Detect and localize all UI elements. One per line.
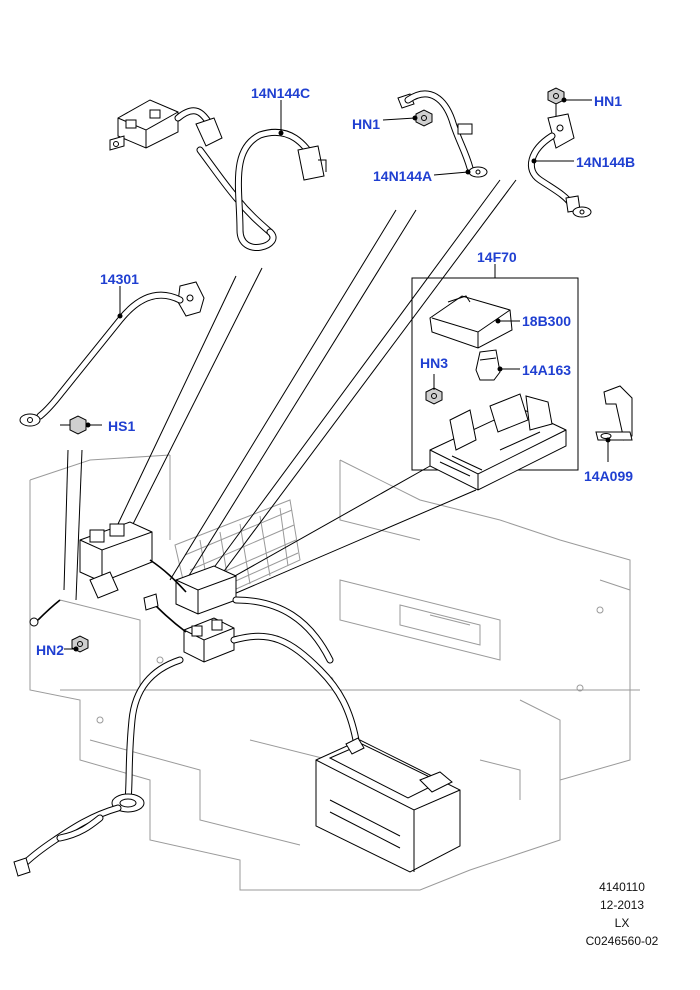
cable-14N144C [109, 99, 327, 251]
leader-HN1-a [382, 115, 418, 121]
nut-HN2 [64, 635, 89, 653]
label-14A163: 14A163 [522, 362, 571, 378]
label-HN2: HN2 [36, 642, 64, 658]
nut-HN3 [425, 374, 443, 405]
leader-18B300 [495, 318, 520, 324]
label-HN1-a: HN1 [352, 116, 380, 132]
leader-14A163 [497, 366, 520, 372]
bolt-HS1 [60, 415, 102, 435]
label-14N144B: 14N144B [576, 154, 635, 170]
label-14A099: 14A099 [584, 468, 633, 484]
drawing-reference: C0246560-02 [586, 934, 659, 948]
cable-14N144A [397, 90, 488, 178]
bracket-14A099 [595, 385, 633, 462]
battery-cable-harness [13, 596, 360, 877]
drawing-model: LX [615, 916, 630, 930]
leader-14301 [117, 286, 123, 319]
cable-14N144B [528, 113, 592, 218]
relay-14A163 [475, 349, 501, 381]
cover-18B300 [429, 295, 513, 349]
battery [315, 737, 461, 873]
fuse-box-base [429, 393, 567, 491]
drawing-date: 12-2013 [600, 898, 644, 912]
label-14N144A: 14N144A [373, 168, 432, 184]
label-18B300: 18B300 [522, 313, 571, 329]
nut-HN1-a [415, 109, 433, 127]
assembly-leader-lines [63, 179, 517, 607]
label-14301: 14301 [100, 271, 139, 287]
leader-HN1-b [561, 97, 592, 103]
group-box-14F70 [411, 264, 579, 471]
leader-14N144C [278, 100, 284, 136]
label-HN1-b: HN1 [594, 93, 622, 109]
leader-14N144A [433, 169, 471, 176]
label-14N144C: 14N144C [251, 85, 310, 101]
label-HN3: HN3 [420, 355, 448, 371]
drawing-code: 4140110 [599, 880, 645, 894]
bolt-HN1-b [547, 87, 565, 116]
installed-assembly [29, 521, 237, 663]
leader-14N144B [531, 158, 574, 164]
label-HS1: HS1 [108, 418, 135, 434]
cable-14301 [19, 281, 205, 427]
label-14F70: 14F70 [477, 249, 517, 265]
